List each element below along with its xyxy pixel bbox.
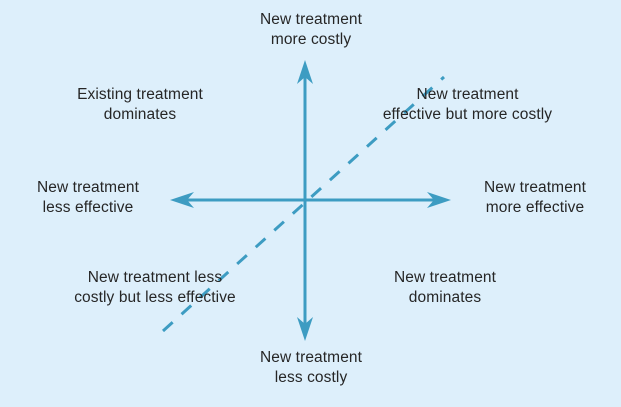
- quadrant-label-less-costly-but-less-effective: New treatment less costly but less effec…: [74, 269, 236, 306]
- arrow-up-icon: [297, 60, 313, 84]
- axis-label-less-costly: New treatment less costly: [259, 349, 363, 386]
- axis-label-more-effective: New treatment more effective: [483, 179, 587, 216]
- quadrant-label-new-treatment-dominates: New treatment dominates: [393, 269, 497, 306]
- axis-label-more-costly: New treatment more costly: [259, 11, 363, 48]
- quadrant-label-existing-treatment-dominates: Existing treatment dominates: [77, 86, 203, 123]
- arrow-down-icon: [297, 317, 313, 341]
- arrow-left-icon: [170, 192, 194, 208]
- quadrant-label-effective-but-more-costly: New treatment effective but more costly: [382, 86, 553, 123]
- arrow-right-icon: [427, 192, 451, 208]
- axis-label-less-effective: New treatment less effective: [36, 179, 140, 216]
